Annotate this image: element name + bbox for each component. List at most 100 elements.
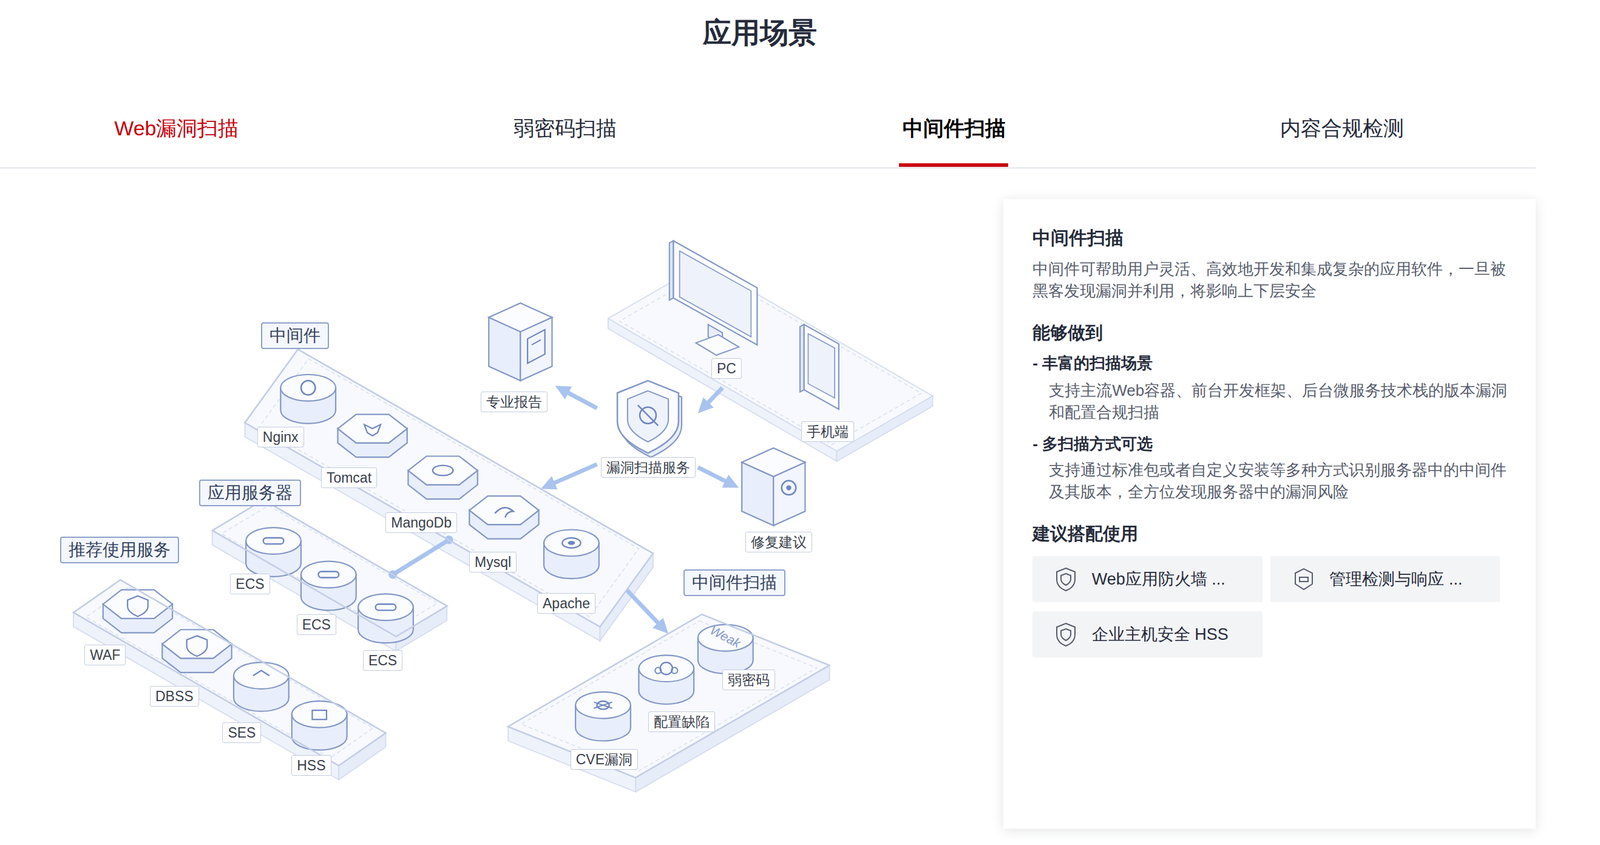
service-button: 企业主机安全 HSS — [1032, 611, 1262, 658]
node-label: SES — [227, 723, 256, 742]
service-icon — [186, 635, 208, 657]
node-label: ECS — [368, 651, 397, 670]
item-tag: ECS — [362, 650, 403, 671]
service-button: 管理检测与响应 ... — [1270, 555, 1500, 603]
platform-slab — [608, 263, 933, 451]
node-label: PC — [711, 358, 742, 379]
service-icon — [311, 710, 327, 720]
node-label: ECS — [235, 574, 265, 594]
middleware-icon — [543, 529, 600, 580]
platform-slab — [86, 586, 374, 758]
shield-icon — [1056, 623, 1075, 646]
device-icon — [807, 333, 835, 399]
middleware-icon — [562, 537, 581, 549]
flow-arrow — [554, 464, 597, 484]
server-icon — [318, 571, 340, 578]
service-icon — [162, 629, 232, 673]
service-node: 手机端 — [795, 320, 859, 445]
platform-outline — [508, 614, 830, 778]
node-label: DBSS — [155, 687, 194, 706]
flow-arrow — [698, 467, 726, 482]
card-text: - 丰富的扫描场景 — [1032, 352, 1153, 374]
middleware-icon — [494, 507, 513, 518]
service-node: PC — [699, 232, 763, 388]
item-tag: CVE漏洞 — [570, 749, 638, 770]
device-icon — [673, 240, 758, 345]
card-text: 能够做到 — [1032, 320, 1103, 345]
node-label: 专业报告 — [480, 391, 548, 413]
middleware-icon — [469, 495, 539, 539]
repair-icon — [786, 484, 791, 490]
repair-icon — [741, 447, 805, 526]
middleware-icon — [568, 540, 576, 546]
flow-arrow — [568, 392, 598, 409]
node-label: WAF — [89, 645, 121, 665]
middleware-icon — [337, 414, 407, 458]
tab-divider — [0, 167, 1536, 169]
platform-outline — [212, 500, 448, 637]
shield-icon — [1292, 566, 1315, 592]
platform-slab — [619, 270, 922, 445]
card-text: 支持通过标准包或者自定义安装等多种方式识别服务器中的中间件及其版本，全方位发现服… — [1048, 458, 1511, 503]
item-tag: Mysql — [469, 551, 517, 573]
node-label: Tomcat — [326, 468, 372, 487]
platform-group: 中间件扫描弱密码配置缺陷CVE漏洞 — [503, 566, 833, 796]
scan-icon — [638, 654, 694, 705]
tab-label: 内容合规检测 — [1280, 114, 1404, 143]
tab-underline — [898, 163, 1009, 167]
shield-icon — [627, 390, 669, 442]
node-label: 漏洞扫描服务 — [600, 457, 696, 478]
node-label: 手机端 — [801, 421, 855, 442]
button-label: 管理检测与响应 ... — [1329, 568, 1463, 590]
card-text: 中间件扫描 — [1032, 225, 1124, 251]
item-tag: Tomcat — [321, 467, 377, 489]
item-tag: Nginx — [257, 426, 305, 448]
service-icon — [103, 589, 348, 751]
scan-icon — [671, 667, 678, 674]
node-label: CVE漏洞 — [576, 750, 633, 769]
platform-outline — [503, 566, 833, 796]
scan-icon — [575, 691, 631, 742]
service-node: 修复建议 — [738, 446, 820, 555]
shield-icon — [1061, 573, 1071, 586]
service-icon — [233, 662, 289, 712]
device-icon — [679, 251, 752, 337]
item-tag: DBSS — [149, 685, 200, 707]
shield-icon — [1299, 577, 1309, 582]
info-card: 中间件扫描中间件可帮助用户灵活、高效地开发和集成复杂的应用软件，一旦被黑客发现漏… — [1003, 199, 1537, 829]
card-text: - 多扫描方式可选 — [1032, 432, 1153, 455]
middleware-icon — [280, 374, 600, 579]
node-label: HSS — [296, 756, 326, 775]
platform-slab — [508, 614, 830, 778]
node-label: Nginx — [262, 427, 299, 447]
device-icon — [804, 324, 839, 410]
shield-icon — [637, 404, 659, 426]
server-icon — [358, 593, 414, 643]
middleware-icon — [301, 380, 316, 396]
tab-label: 弱密码扫描 — [513, 114, 617, 143]
node-label: Mysql — [474, 552, 512, 572]
device-icon — [669, 240, 839, 410]
item-tag: MangoDb — [385, 512, 458, 533]
flow-arrow — [626, 589, 658, 624]
service-icon — [253, 670, 270, 676]
shield-icon — [1056, 568, 1075, 591]
card-text: 支持主流Web容器、前台开发框架、后台微服务技术栈的版本漏洞和配置合规扫描 — [1048, 379, 1511, 424]
tab-label: 中间件扫描 — [902, 114, 1006, 143]
device-icon — [696, 334, 740, 356]
server-icon — [245, 527, 414, 643]
server-icon — [263, 537, 285, 544]
scan-icon — [593, 702, 612, 709]
node-label: 配置缺陷 — [653, 712, 710, 731]
middleware-icon — [407, 455, 478, 499]
tab-divider — [0, 167, 1536, 169]
group-heading: 中间件 — [261, 322, 329, 350]
report-icon — [488, 302, 552, 381]
item-tag: WAF — [84, 644, 126, 666]
platform-slab — [259, 358, 639, 617]
repair-icon — [781, 480, 797, 496]
group-heading: 中间件扫描 — [683, 569, 786, 597]
group-heading: 推荐使用服务 — [60, 536, 180, 564]
